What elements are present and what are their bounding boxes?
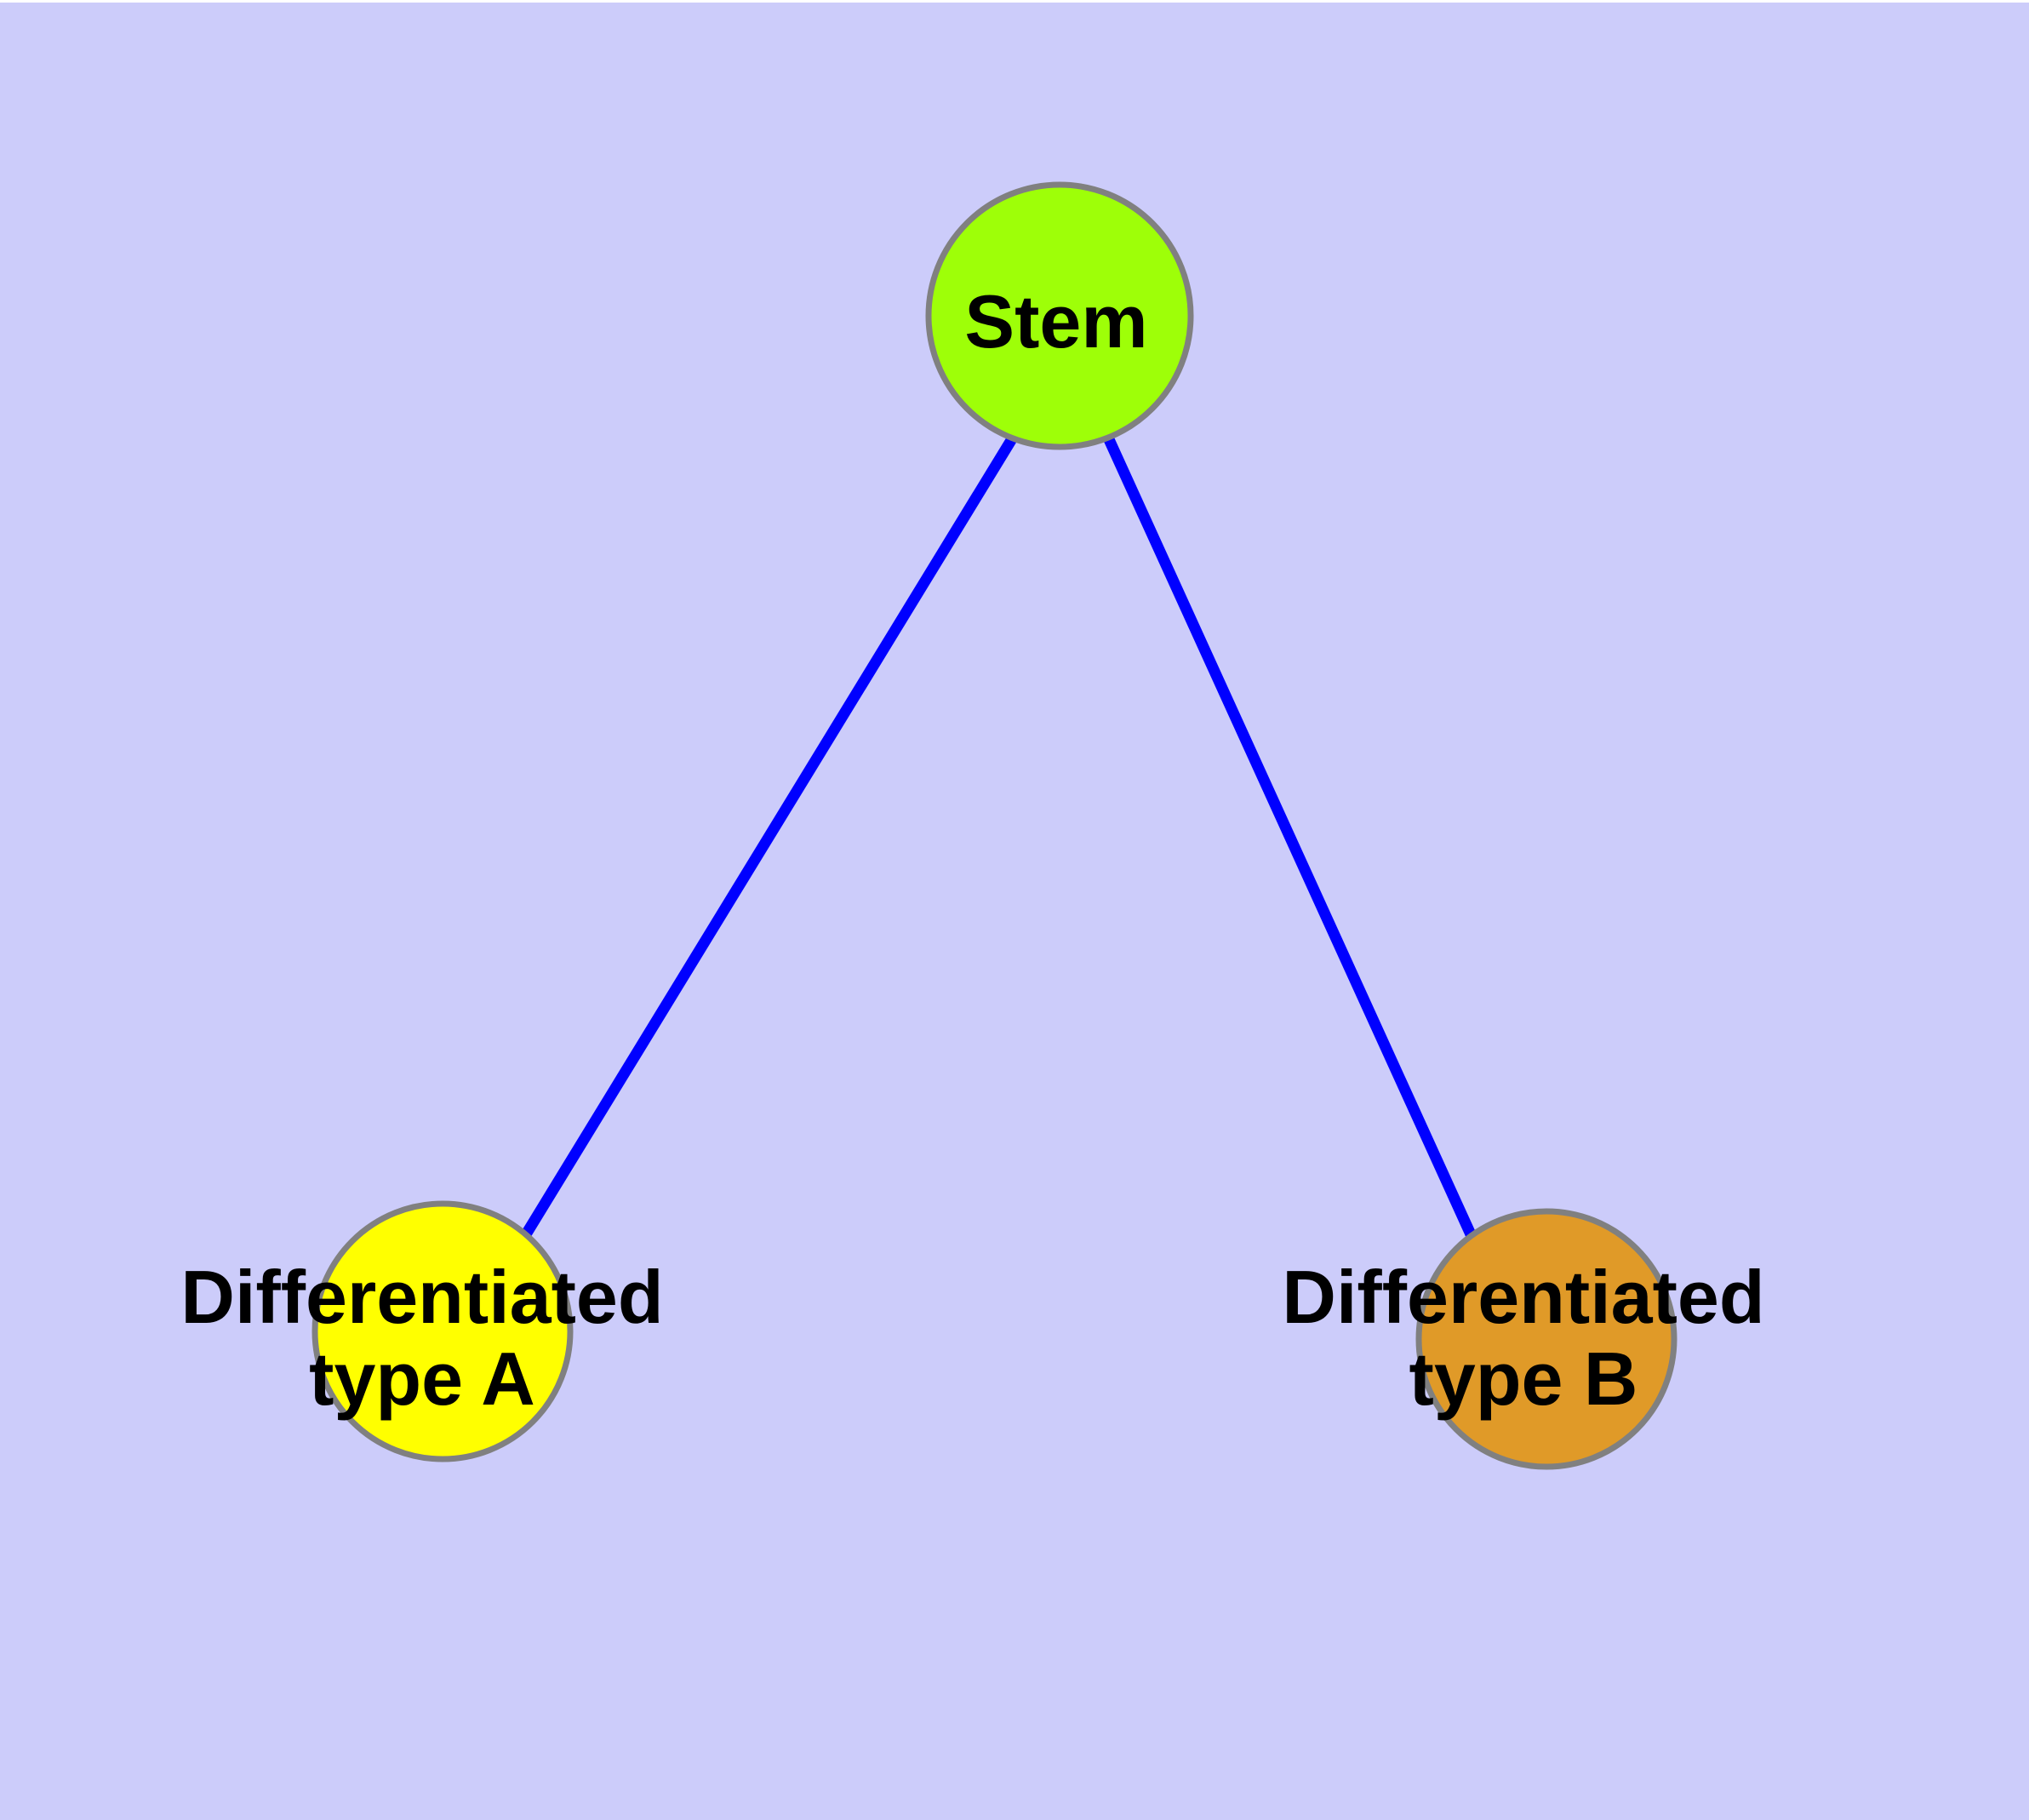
node-label-line: type A bbox=[309, 1336, 535, 1421]
edge-stem-diffA[interactable] bbox=[521, 434, 1018, 1238]
node-label-line: Differentiated bbox=[180, 1255, 663, 1339]
node-label-line: Stem bbox=[964, 279, 1147, 363]
node-label-stem: Stem bbox=[964, 279, 1147, 363]
nodes-layer bbox=[311, 181, 1677, 1470]
node-label-line: Differentiated bbox=[1282, 1255, 1764, 1339]
node-stem[interactable] bbox=[925, 181, 1194, 450]
node-diffB[interactable] bbox=[1415, 1208, 1677, 1470]
edge-stem-diffB[interactable] bbox=[1103, 435, 1476, 1237]
edges-layer bbox=[521, 434, 1476, 1238]
node-diffA[interactable] bbox=[311, 1200, 574, 1462]
node-label-line: type B bbox=[1409, 1336, 1638, 1421]
